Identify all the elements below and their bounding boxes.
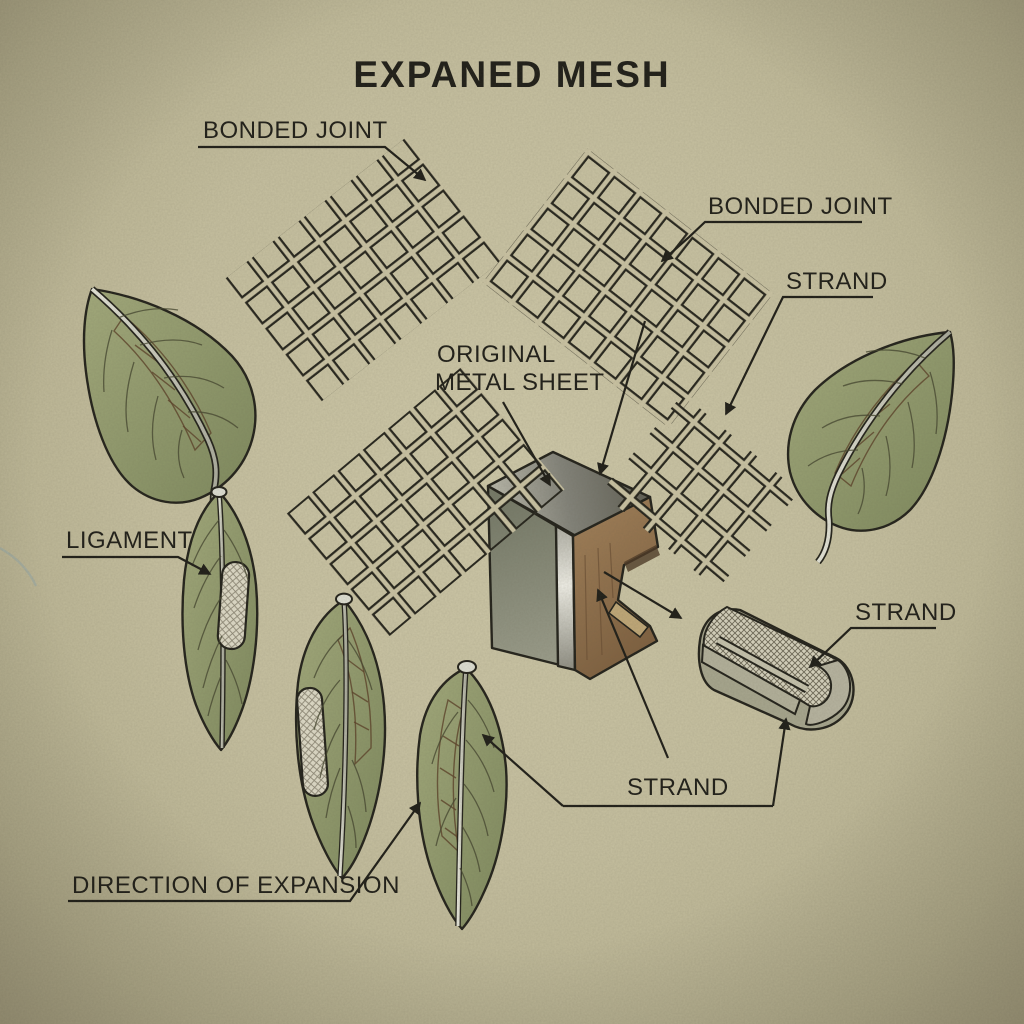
expanded-mesh-diagram: EXPANED MESH BONDED JOINT BONDED JOINT S…	[0, 0, 1024, 1024]
poster-background: EXPANED MESH BONDED JOINT BONDED JOINT S…	[0, 0, 1024, 1024]
vignette	[0, 0, 1024, 1024]
